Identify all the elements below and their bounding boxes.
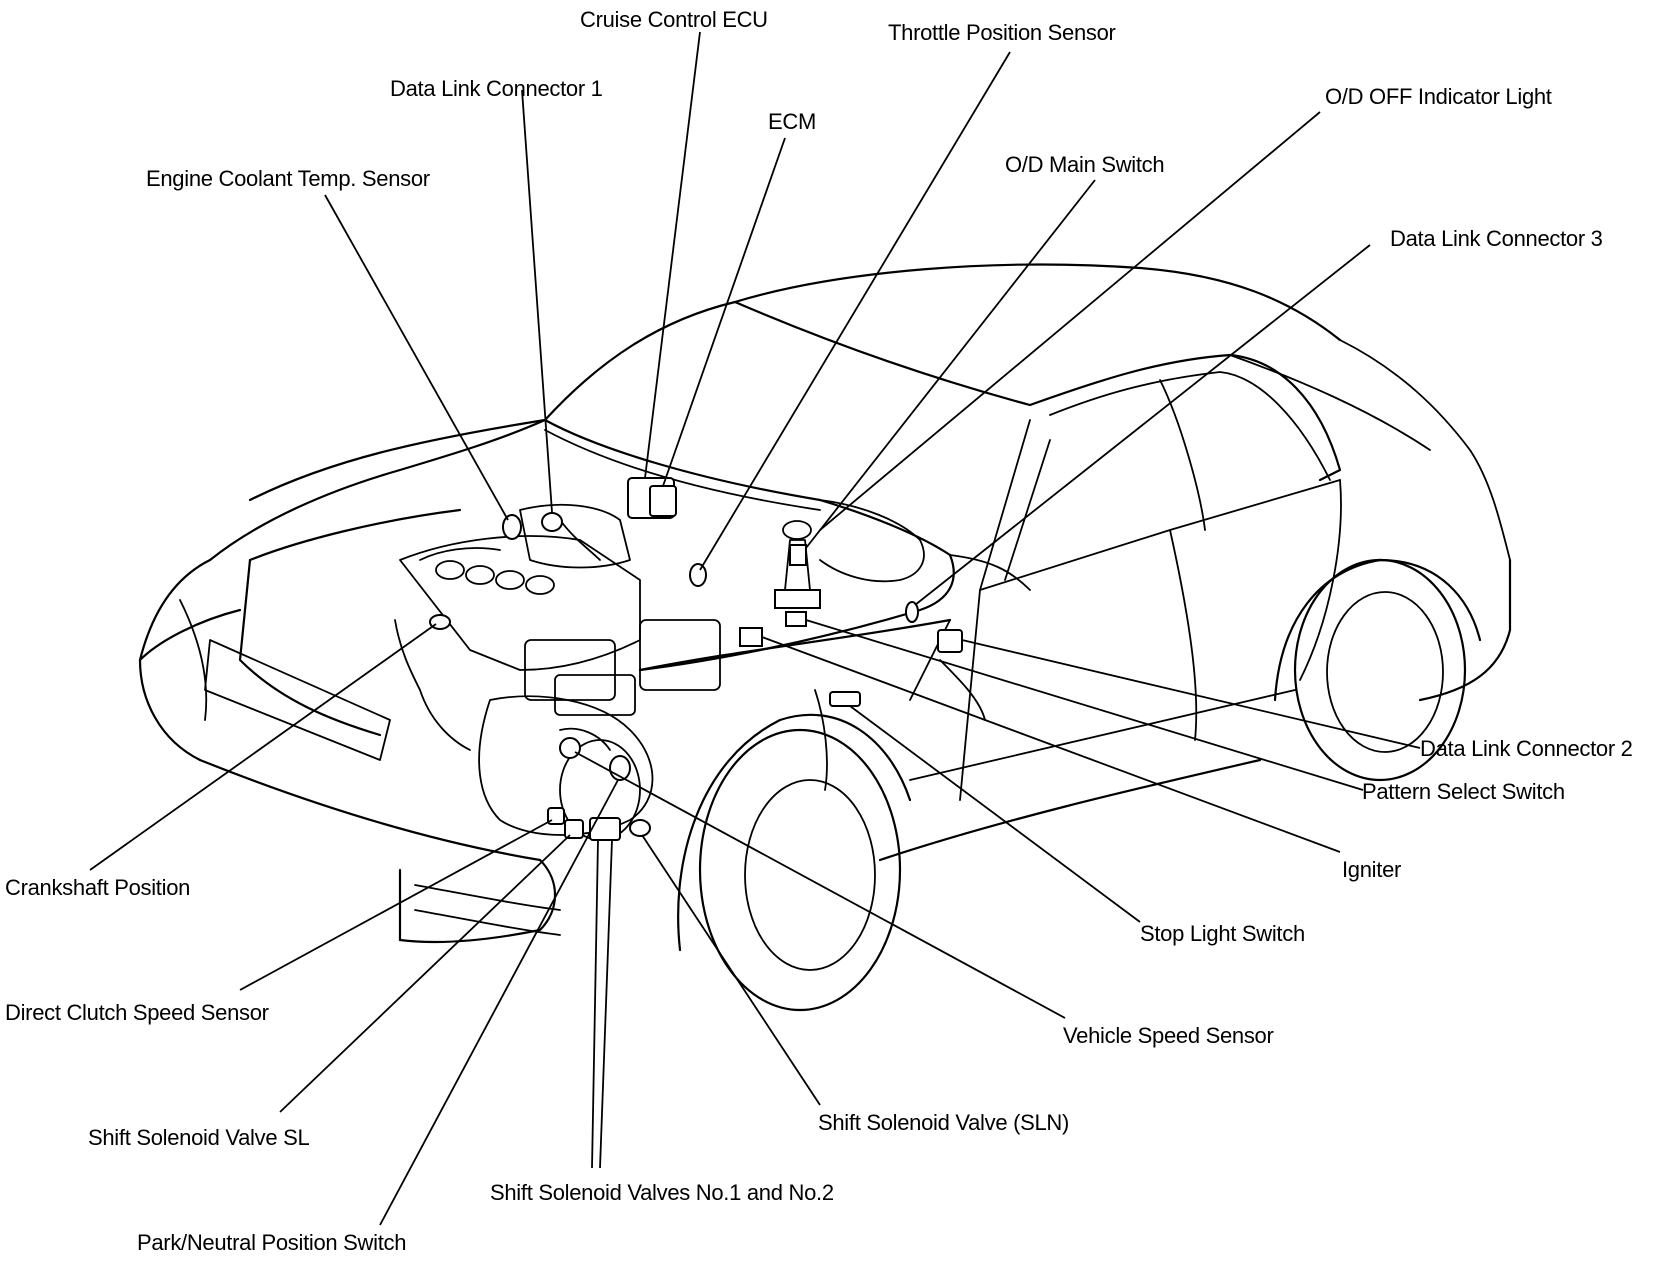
leader-throttle-position-sensor — [699, 51, 1011, 571]
leader-direct-clutch-speed-sensor — [239, 819, 553, 991]
leader-shift-solenoid-valves-no2 — [599, 839, 613, 1169]
data-link-connector-1-part — [541, 512, 563, 532]
car-outline — [138, 263, 1512, 1012]
label-od-main-switch: O/D Main Switch — [1005, 152, 1164, 177]
label-pattern-select-switch: Pattern Select Switch — [1362, 779, 1565, 804]
shift-solenoid-valves-no1-no2-part — [589, 817, 621, 841]
component-markers — [429, 477, 963, 841]
leader-shift-solenoid-valve-sl — [279, 834, 571, 1113]
leader-crankshaft-position — [89, 623, 437, 871]
vehicle-speed-sensor-part — [559, 737, 581, 759]
label-data-link-connector-3: Data Link Connector 3 — [1390, 226, 1603, 251]
leader-pattern-select-switch — [805, 619, 1364, 791]
label-ecm: ECM — [768, 109, 816, 134]
leader-shift-solenoid-valves-no1 — [591, 839, 599, 1169]
data-link-connector-3-part — [905, 601, 919, 623]
shift-solenoid-valve-sl-part — [564, 819, 584, 839]
leader-stop-light-switch — [849, 705, 1141, 923]
label-shift-solenoid-valve-sl: Shift Solenoid Valve SL — [88, 1125, 309, 1150]
label-shift-solenoid-valves-no1-no2: Shift Solenoid Valves No.1 and No.2 — [490, 1180, 834, 1205]
pattern-select-switch-part — [785, 611, 807, 627]
igniter-part — [739, 627, 763, 647]
leader-igniter — [761, 636, 1341, 853]
leader-cruise-control-ecu — [644, 31, 701, 479]
leader-od-main-switch — [805, 179, 1096, 549]
label-data-link-connector-1: Data Link Connector 1 — [390, 76, 603, 101]
engine-coolant-temp-sensor-part — [502, 514, 522, 540]
leader-data-link-connector-3 — [914, 244, 1371, 606]
stop-light-switch-part — [829, 691, 861, 707]
engine-components — [394, 499, 986, 841]
od-main-switch-part — [789, 544, 807, 566]
leader-od-off-indicator-light — [819, 111, 1321, 531]
label-park-neutral-position-switch: Park/Neutral Position Switch — [137, 1230, 406, 1255]
shift-solenoid-valve-sln-part — [629, 819, 651, 837]
throttle-position-sensor-part — [689, 563, 707, 587]
leader-vehicle-speed-sensor — [574, 751, 1066, 1019]
label-engine-coolant-temp-sensor: Engine Coolant Temp. Sensor — [146, 166, 430, 191]
leader-shift-solenoid-valve-sln — [641, 834, 821, 1106]
labels: Cruise Control ECU Throttle Position Sen… — [5, 7, 1633, 1255]
label-od-off-indicator-light: O/D OFF Indicator Light — [1325, 84, 1552, 109]
label-shift-solenoid-valve-sln: Shift Solenoid Valve (SLN) — [818, 1110, 1069, 1135]
data-link-connector-2-part — [937, 629, 963, 653]
label-stop-light-switch: Stop Light Switch — [1140, 921, 1305, 946]
label-cruise-control-ecu: Cruise Control ECU — [580, 7, 768, 32]
leader-data-link-connector-1 — [521, 89, 553, 513]
leader-engine-coolant-temp-sensor — [324, 194, 509, 521]
label-vehicle-speed-sensor: Vehicle Speed Sensor — [1063, 1023, 1274, 1048]
leader-park-neutral-position-switch — [379, 779, 619, 1226]
ecm-part — [649, 485, 677, 517]
label-igniter: Igniter — [1342, 857, 1401, 882]
leader-lines — [89, 31, 1421, 1226]
leader-data-link-connector-2 — [961, 639, 1421, 749]
label-direct-clutch-speed-sensor: Direct Clutch Speed Sensor — [5, 1000, 269, 1025]
label-data-link-connector-2: Data Link Connector 2 — [1420, 736, 1633, 761]
leader-ecm — [662, 137, 786, 487]
label-crankshaft-position: Crankshaft Position — [5, 875, 190, 900]
label-throttle-position-sensor: Throttle Position Sensor — [888, 20, 1116, 45]
